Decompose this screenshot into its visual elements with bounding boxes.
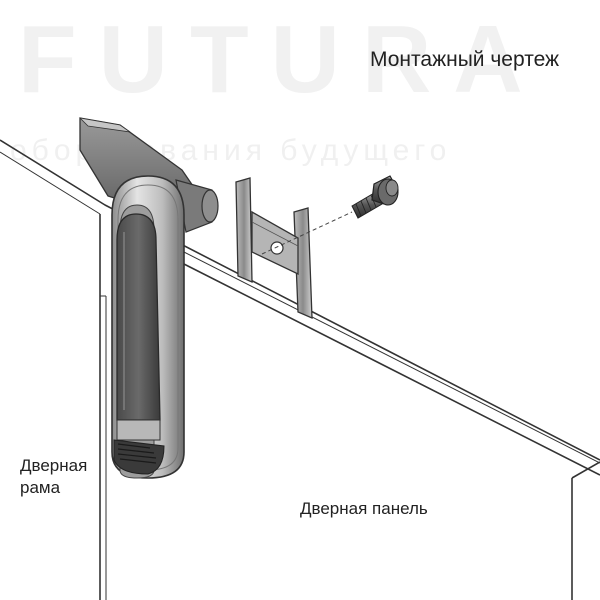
handle-assembly — [111, 175, 185, 479]
door-frame-label-line1: Дверная — [20, 456, 88, 475]
panel-top-edge — [179, 261, 600, 476]
door-frame-label: Дверная рама — [20, 455, 87, 499]
watermark-brand: FUTURA — [18, 6, 545, 113]
door-top-edge-inner — [0, 151, 101, 215]
door-top-edge — [0, 139, 600, 461]
assembly-axis — [261, 211, 353, 255]
mounting-bracket — [235, 177, 313, 320]
bracket-right-leg — [293, 207, 313, 320]
bracket-fold-1 — [251, 221, 299, 247]
door-outline — [0, 139, 600, 600]
panel-right-edge-outer — [571, 461, 600, 479]
cam-lever-top-face — [78, 117, 131, 133]
handle-grip — [113, 439, 165, 475]
bracket-left-leg — [235, 177, 253, 283]
bolt — [351, 175, 399, 219]
bracket-hole — [270, 241, 284, 255]
handle-lever — [116, 213, 161, 421]
door-panel-label: Дверная панель — [300, 499, 428, 518]
drawing-title: Монтажный чертеж — [370, 48, 560, 71]
handle-grip-ridges — [117, 443, 157, 464]
handle-lever-tip — [116, 419, 161, 441]
spindle-end — [201, 189, 219, 223]
panel-top-edge-inner — [179, 249, 600, 464]
bolt-head-face — [385, 179, 399, 197]
door-frame-label-line2: рама — [20, 478, 61, 498]
